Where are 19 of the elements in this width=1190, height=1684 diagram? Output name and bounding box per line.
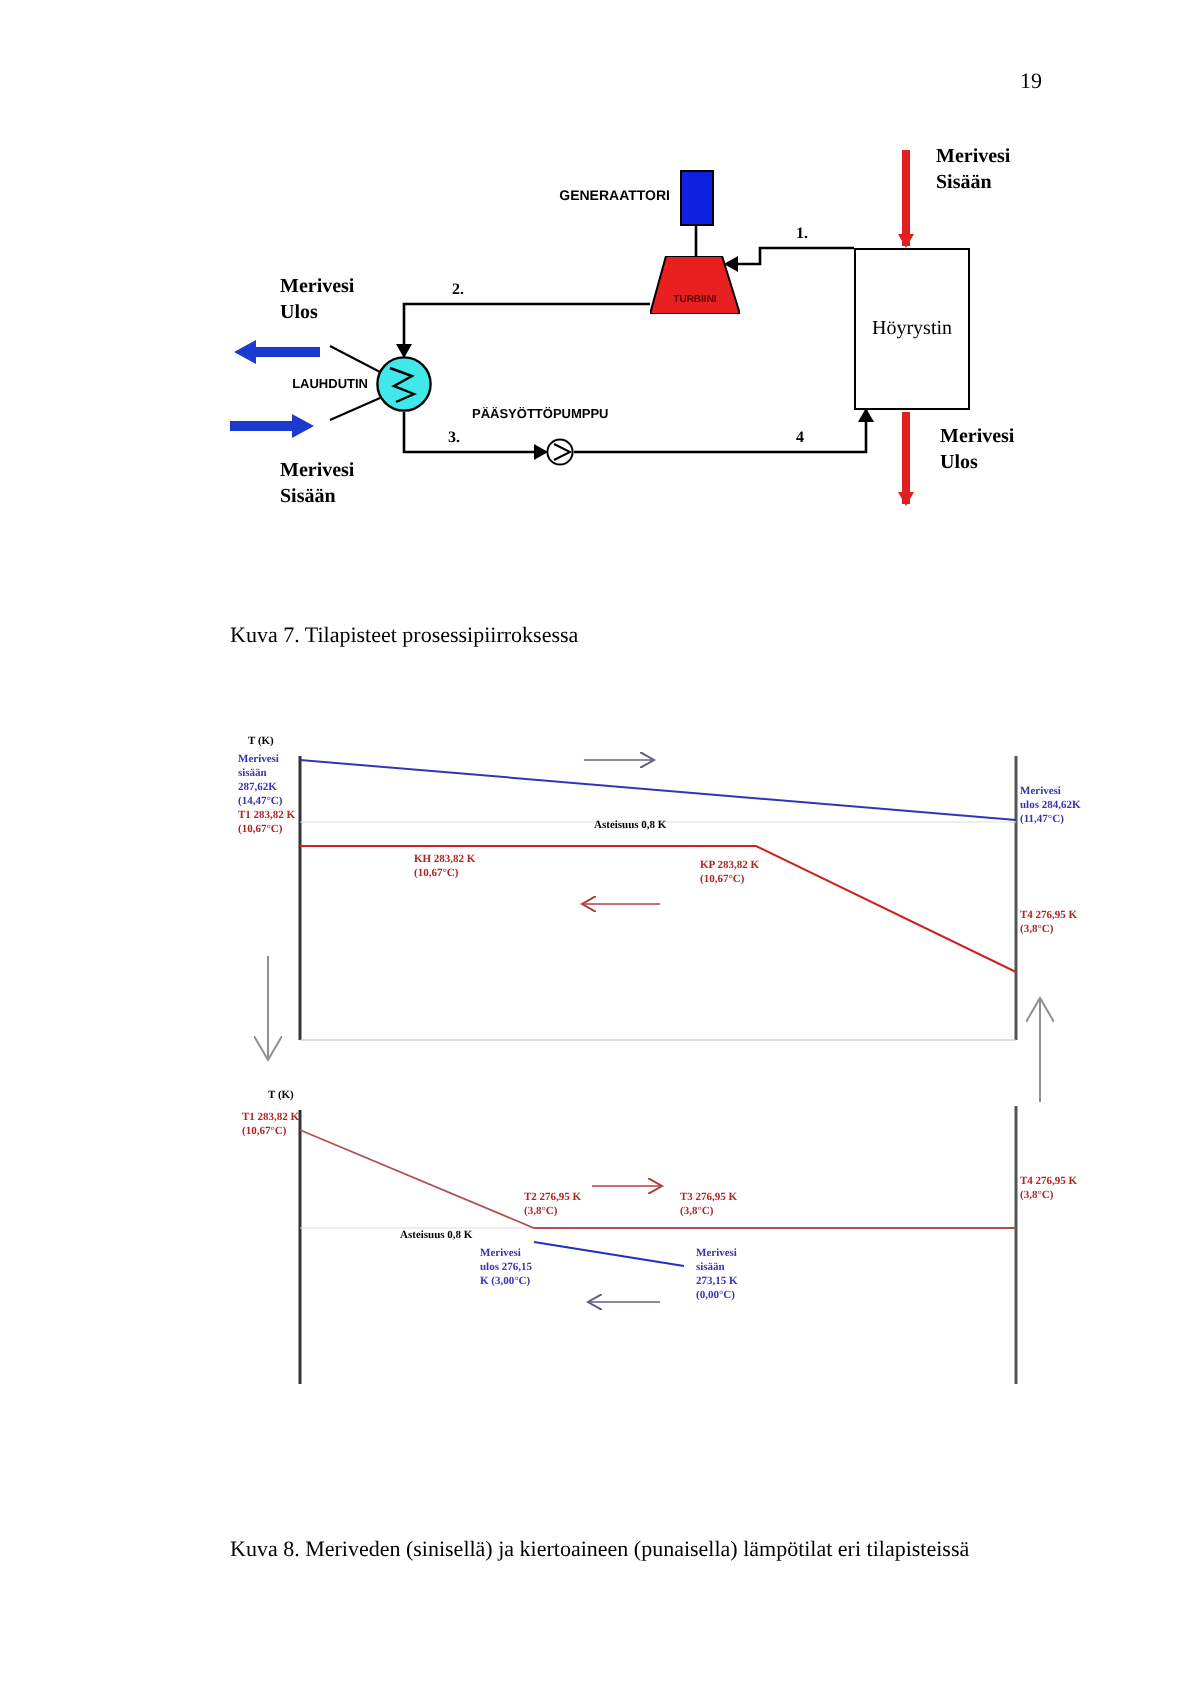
pipe-line — [402, 412, 548, 460]
flow-arrow — [898, 150, 914, 248]
flow-arrow — [898, 412, 914, 506]
text-label: Merivesi Sisään — [936, 146, 1013, 196]
text-label: Merivesi Ulos — [940, 426, 1017, 476]
page-number: 19 — [1020, 68, 1042, 98]
edge-label: 1. — [796, 222, 808, 246]
pipe-line — [694, 226, 698, 256]
evaporator-box: Höyrystin — [854, 248, 970, 410]
edge-label: 4 — [796, 426, 804, 450]
text-label: Merivesi Ulos — [280, 276, 357, 326]
edge-label: 3. — [448, 426, 460, 450]
figure-caption: Kuva 7. Tilapisteet prosessipiirroksessa — [230, 622, 579, 652]
edge-label: 2. — [452, 278, 464, 302]
text-label: Merivesi Sisään — [280, 460, 357, 510]
figure-caption: Kuva 8. Meriveden (sinisellä) ja kiertoaineen (punaisella) lämpötilat eri tilapisteissä — [230, 1536, 970, 1566]
pipe-line — [574, 408, 874, 454]
pipe-line — [724, 246, 854, 272]
pipe-line — [396, 302, 650, 358]
